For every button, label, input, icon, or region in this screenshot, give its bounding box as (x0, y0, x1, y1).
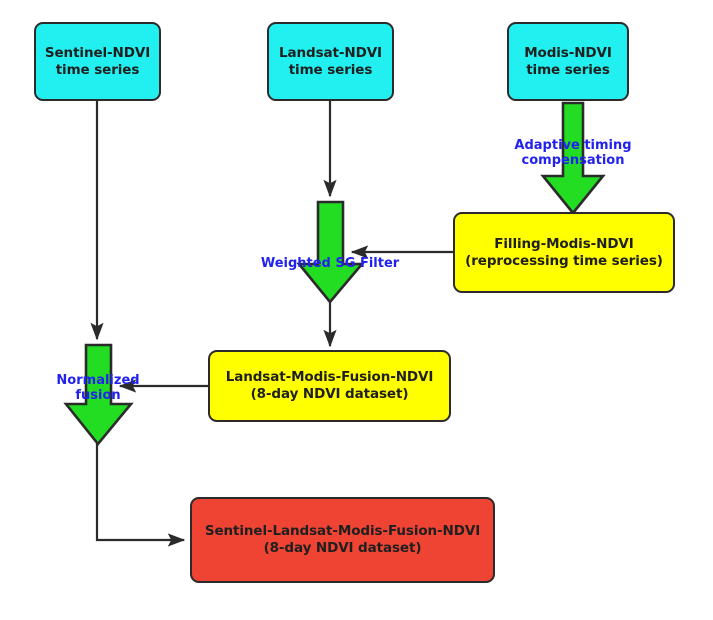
node-landsat-ndvi[interactable]: Landsat-NDVI time series (267, 22, 394, 101)
node-modis-ndvi[interactable]: Modis-NDVI time series (507, 22, 629, 101)
node-line: Landsat-Modis-Fusion-NDVI (225, 369, 434, 386)
node-line: (8-day NDVI dataset) (263, 540, 422, 556)
node-line: Sentinel-Landsat-Modis-Fusion-NDVI (204, 523, 481, 540)
node-sentinel-ndvi[interactable]: Sentinel-NDVI time series (34, 22, 161, 101)
node-line: (8-day NDVI dataset) (250, 386, 409, 402)
node-line: Filling-Modis-NDVI (494, 235, 634, 252)
node-line: time series (55, 61, 140, 78)
node-line: Landsat-NDVI (279, 44, 382, 61)
block-arrow-weighted-sg-filter (296, 200, 365, 305)
block-arrow-adaptive-timing-compensation (540, 101, 606, 216)
node-landsat-modis-fusion-ndvi[interactable]: Landsat-Modis-Fusion-NDVI (8-day NDVI da… (208, 350, 451, 422)
block-arrow-normalized-fusion (63, 343, 134, 447)
node-line: time series (526, 61, 610, 78)
connector-normalizedfusion-to-output (95, 443, 186, 547)
node-filling-modis-ndvi[interactable]: Filling-Modis-NDVI (reprocessing time se… (453, 212, 675, 293)
node-line: Sentinel-NDVI (44, 44, 151, 61)
node-sentinel-landsat-modis-fusion-ndvi[interactable]: Sentinel-Landsat-Modis-Fusion-NDVI (8-da… (190, 497, 495, 583)
node-line: Modis-NDVI (524, 44, 612, 61)
node-line: time series (288, 61, 373, 78)
node-line: (reprocessing time series) (465, 252, 663, 269)
